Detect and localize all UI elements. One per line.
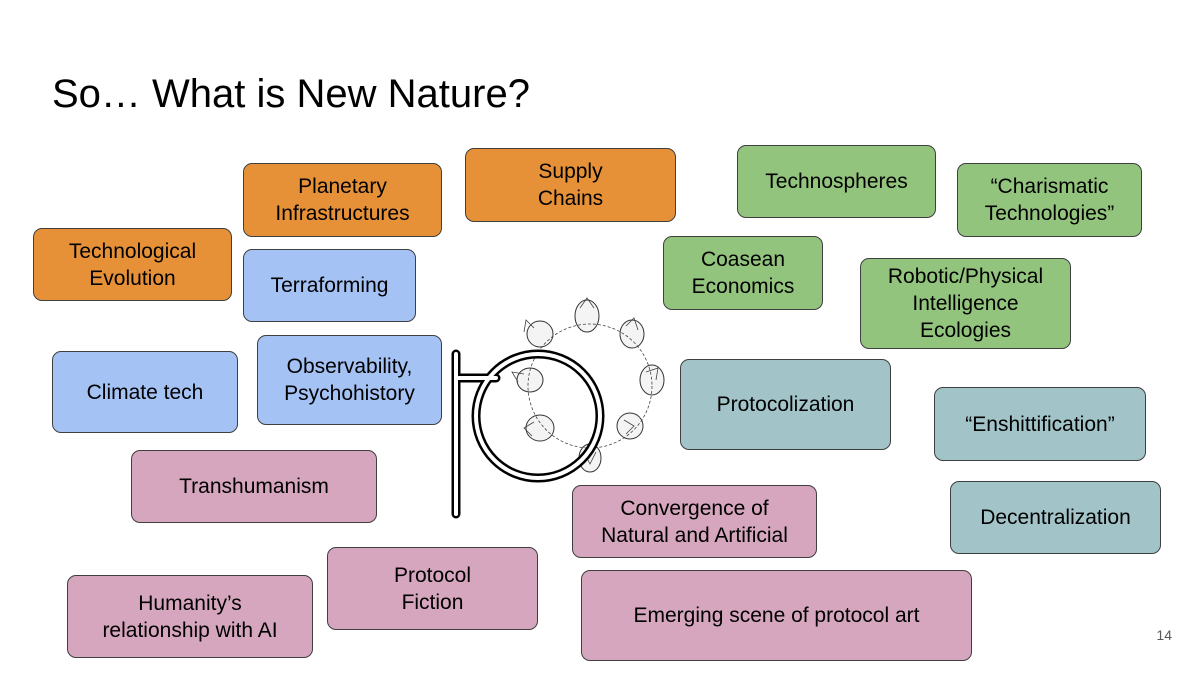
topic-coasean-economics: Coasean Economics <box>663 236 823 310</box>
topic-terraforming: Terraforming <box>243 249 416 322</box>
topic-supply-chains: Supply Chains <box>465 148 676 222</box>
topic-protocol-fiction: Protocol Fiction <box>327 547 538 630</box>
slide-title: So… What is New Nature? <box>52 72 530 116</box>
protocol-p-logo-icon <box>451 297 665 519</box>
topic-technological-evolution: Technological Evolution <box>33 228 232 301</box>
topic-climate-tech: Climate tech <box>52 351 238 433</box>
topic-emerging-protocol-art: Emerging scene of protocol art <box>581 570 972 661</box>
topic-charismatic-technologies: “Charismatic Technologies” <box>957 163 1142 237</box>
topic-convergence-natural-artificial: Convergence of Natural and Artificial <box>572 485 817 558</box>
topic-technospheres: Technospheres <box>737 145 936 218</box>
topic-enshittification: “Enshittification” <box>934 387 1146 461</box>
topic-planetary-infrastructures: Planetary Infrastructures <box>243 163 442 237</box>
topic-robotic-physical-intelligence: Robotic/Physical Intelligence Ecologies <box>860 258 1071 349</box>
topic-observability-psychohistory: Observability, Psychohistory <box>257 335 442 425</box>
page-number: 14 <box>1156 627 1172 643</box>
topic-protocolization: Protocolization <box>680 359 891 450</box>
topic-transhumanism: Transhumanism <box>131 450 377 523</box>
topic-decentralization: Decentralization <box>950 481 1161 554</box>
topic-humanity-relationship-ai: Humanity’s relationship with AI <box>67 575 313 658</box>
